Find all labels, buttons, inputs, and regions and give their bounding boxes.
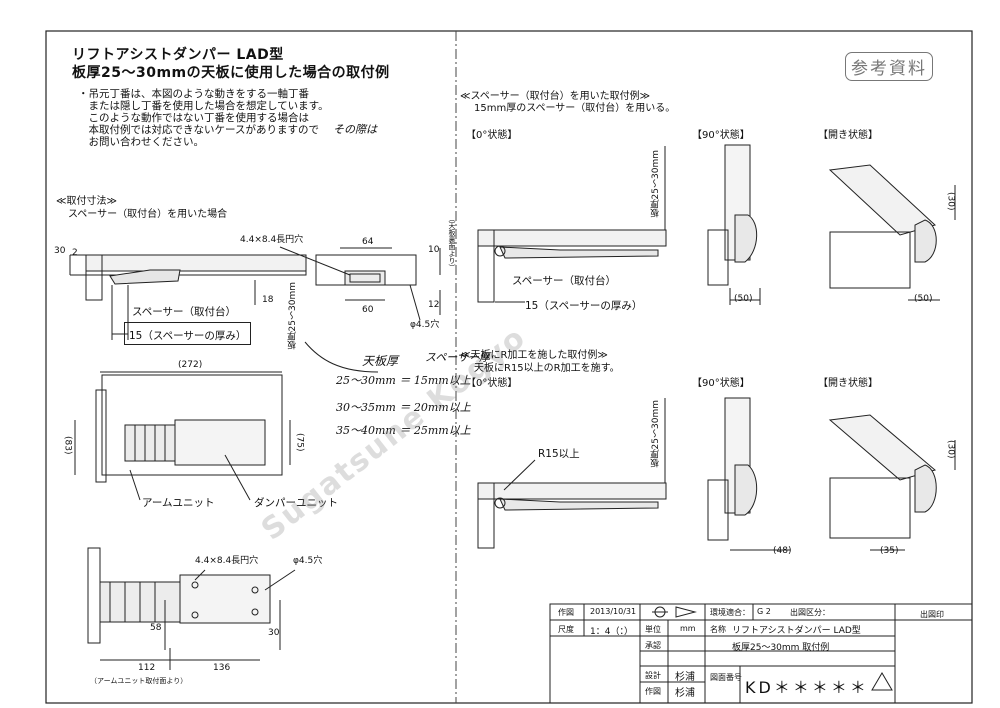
spacer-thickness-box: 15（スペーサーの厚み） bbox=[124, 322, 252, 345]
label-r15: R15以上 bbox=[538, 448, 580, 460]
title-line2: 板厚25～30mmの天板に使用した場合の取付例 bbox=[72, 65, 390, 81]
label-plate-side: （天板裏面より） bbox=[448, 215, 457, 271]
label-hole-round: φ4.5穴 bbox=[410, 320, 440, 330]
note-line: ・吊元丁番は、本図のような動きをする一軸丁番 bbox=[78, 88, 309, 100]
dim-10: 10 bbox=[428, 245, 440, 255]
tb-env-value: G 2 bbox=[757, 607, 771, 616]
dim-58: 58 bbox=[150, 623, 162, 633]
right-section1-sub: 15mm厚のスペーサー（取付台）を用いる。 bbox=[474, 103, 676, 114]
state-0-a: 【0°状態】 bbox=[466, 130, 518, 141]
tb-draw-name: 杉浦 bbox=[675, 688, 695, 699]
state-0-b: 【0°状態】 bbox=[466, 378, 518, 389]
note-line: お問い合わせください。 bbox=[78, 136, 204, 149]
label-arm-ref: （アームユニット取付面より） bbox=[90, 677, 188, 685]
dim-30: 30 bbox=[54, 246, 66, 256]
dim-50a: (50) bbox=[734, 294, 753, 304]
dim-2: 2 bbox=[72, 248, 78, 258]
dim-30b-right: (30) bbox=[945, 440, 956, 459]
dim-112: 112 bbox=[138, 663, 156, 673]
state-90-a: 【90°状態】 bbox=[692, 130, 750, 141]
handwritten-note-add: その際は bbox=[333, 123, 377, 136]
left-section-sub: スペーサー（取付台）を用いた場合 bbox=[68, 209, 228, 220]
tb-issue-label: 出図区分： bbox=[790, 608, 830, 617]
dim-48: (48) bbox=[773, 546, 792, 556]
tb-env-label: 環境適合： bbox=[710, 608, 750, 617]
tb-name-label: 名称 bbox=[710, 625, 726, 634]
label-hole-long: 4.4×8.4長円穴 bbox=[240, 235, 304, 245]
label-spacer: スペーサー（取付台） bbox=[132, 306, 237, 318]
state-open-b: 【開き状態】 bbox=[818, 378, 878, 389]
title-line1: リフトアシストダンパー LAD型 bbox=[72, 47, 284, 63]
label-arm-unit: アームユニット bbox=[142, 497, 215, 509]
tb-scale-value: 1：4（：） bbox=[590, 627, 633, 637]
right-section2-title: ≪天板にR加工を施した取付例≫ bbox=[460, 350, 608, 361]
note-line: 本取付例では対応できないケースがありますので bbox=[78, 124, 319, 137]
dim-30-right: (30) bbox=[945, 192, 956, 211]
notes: ・吊元丁番は、本図のような動きをする一軸丁番 または隠し丁番を使用した場合を想定… bbox=[78, 88, 329, 148]
tb-design-label: 設計 bbox=[645, 671, 661, 680]
dim-83: (83) bbox=[62, 436, 73, 455]
tb-design-name: 杉浦 bbox=[675, 672, 695, 683]
dim-35: (35) bbox=[880, 546, 899, 556]
label-damper-unit: ダンパーユニット bbox=[254, 497, 338, 509]
dim-18: 18 bbox=[262, 295, 274, 305]
tb-dwg-value: KD＊＊＊＊＊ bbox=[745, 678, 869, 697]
hw-header-right: スペーサー厚 bbox=[425, 351, 491, 364]
tb-name-line1: リフトアシストダンパー LAD型 bbox=[732, 626, 861, 636]
note-line: このような動作ではない丁番を使用する場合は bbox=[78, 112, 309, 125]
right-spacer-thickness: 15（スペーサーの厚み） bbox=[525, 300, 643, 312]
left-section-title: ≪取付寸法≫ bbox=[56, 196, 117, 207]
tb-drawn-date: 2013/10/31 bbox=[590, 607, 637, 616]
label-spacer-thickness: 15（スペーサーの厚み） bbox=[129, 330, 247, 342]
reference-stamp: 参考資料 bbox=[845, 52, 933, 81]
tb-name-line2: 板厚25～30mm 取付例 bbox=[732, 643, 830, 653]
tb-drawn-label: 作図 bbox=[558, 608, 574, 617]
tb-dwg-label: 図面番号 bbox=[710, 673, 742, 682]
label-hole-long-2: 4.4×8.4長円穴 bbox=[195, 556, 259, 566]
dim-136: 136 bbox=[213, 663, 231, 673]
hw-row: 30～35mm ＝ 20mm以上 bbox=[336, 401, 471, 414]
right-section1-title: ≪スペーサー（取付台）を用いた取付例≫ bbox=[460, 91, 651, 102]
tb-issue-stamp: 出図印 bbox=[920, 610, 944, 619]
hw-row: 25～30mm ＝ 15mm以上 bbox=[336, 374, 471, 387]
dim-60: 60 bbox=[362, 305, 374, 315]
tb-scale-label: 尺度 bbox=[558, 625, 574, 634]
hw-header-left: 天板厚 bbox=[362, 354, 399, 368]
dim-50b: (50) bbox=[914, 294, 933, 304]
right-spacer: スペーサー（取付台） bbox=[512, 275, 617, 287]
right-section2-sub: 天板にR15以上のR加工を施す。 bbox=[474, 363, 620, 374]
dim-272: (272) bbox=[178, 360, 203, 370]
dim-30b: 30 bbox=[268, 628, 280, 638]
state-90-b: 【90°状態】 bbox=[692, 378, 750, 389]
note-line: または隠し丁番を使用した場合を想定しています。 bbox=[78, 100, 329, 113]
hw-row: 35～40mm ＝ 25mm以上 bbox=[336, 424, 471, 437]
label-hole-round-2: φ4.5穴 bbox=[293, 556, 323, 566]
tb-draw-label: 作図 bbox=[645, 687, 661, 696]
tb-unit-label: 単位 bbox=[645, 625, 661, 634]
state-open-a: 【開き状態】 bbox=[818, 130, 878, 141]
tb-approve-label: 承認 bbox=[645, 641, 661, 650]
tb-unit-value: mm bbox=[680, 624, 696, 633]
dim-12: 12 bbox=[428, 300, 440, 310]
dim-75: (75) bbox=[294, 433, 305, 452]
dim-64: 64 bbox=[362, 237, 374, 247]
